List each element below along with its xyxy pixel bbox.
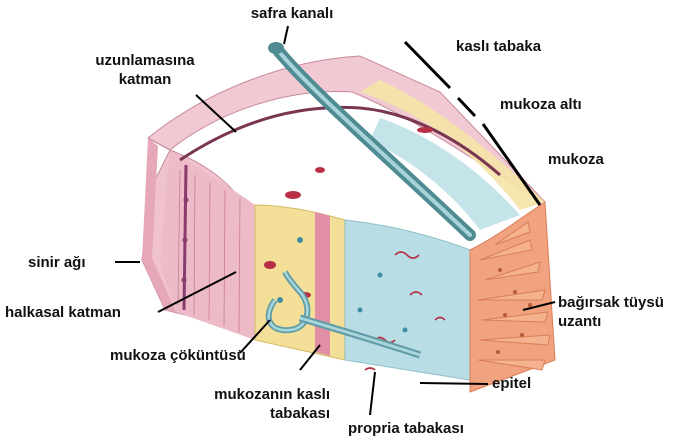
muscularis-mucosae-strip bbox=[315, 212, 330, 356]
mucosa-face bbox=[345, 220, 470, 380]
label-longitudinal-layer: uzunlamasına katman bbox=[70, 51, 220, 89]
bile-duct-opening bbox=[268, 42, 284, 54]
submucosa-face bbox=[255, 205, 345, 360]
label-bile-duct: safra kanalı bbox=[232, 4, 352, 23]
label-lamina-propria: propria tabakası bbox=[348, 419, 464, 438]
label-circular-layer: halkasal katman bbox=[5, 303, 121, 322]
label-mucosal-crypt: mukoza çöküntüsü bbox=[110, 346, 246, 365]
label-epithelium: epitel bbox=[492, 374, 531, 393]
label-submucosa: mukoza altı bbox=[500, 95, 582, 114]
label-muscle-layer: kaslı tabaka bbox=[456, 37, 541, 56]
label-nerve-network: sinir ağı bbox=[28, 253, 86, 272]
label-intestinal-villus: bağırsak tüysü uzantı bbox=[558, 293, 664, 331]
label-muscularis-mucosae: mukozanın kaslı tabakası bbox=[160, 385, 330, 423]
label-mucosa: mukoza bbox=[548, 150, 604, 169]
